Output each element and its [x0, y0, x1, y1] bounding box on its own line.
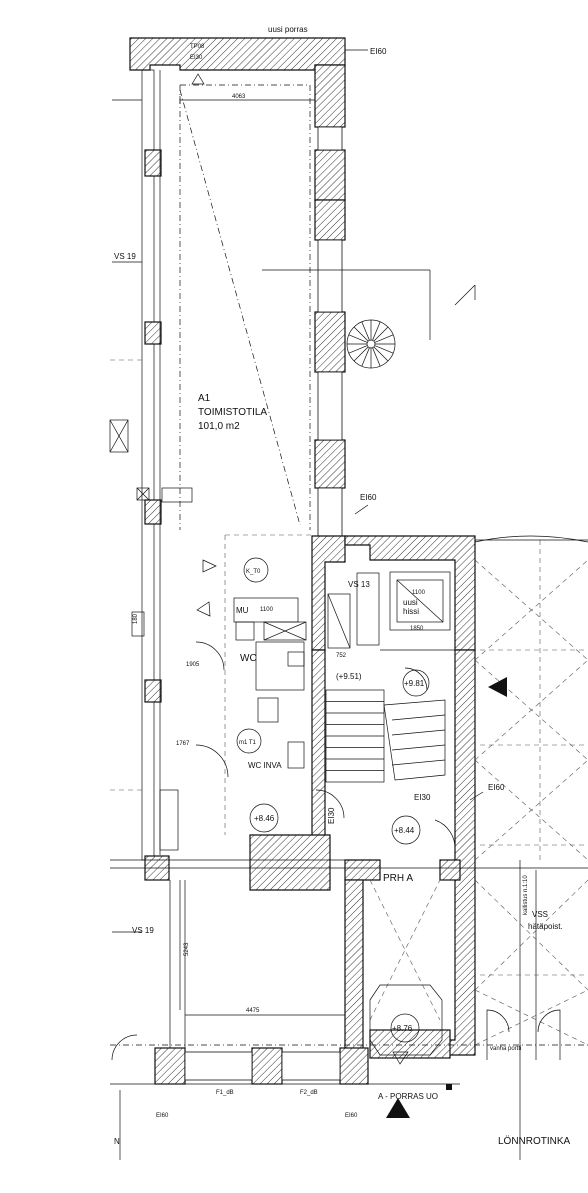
label-k-t0: K_T0 — [246, 569, 261, 575]
level-876: +8.76 — [392, 1024, 413, 1033]
spiral-tread — [372, 321, 381, 341]
label-lift-1100: 1100 — [412, 590, 426, 596]
label-vs13: VS 13 — [348, 580, 370, 589]
label-small-752: 752 — [336, 653, 347, 659]
spiral-tread — [353, 326, 369, 342]
level-844: +8.44 — [394, 826, 415, 835]
symbols — [191, 73, 507, 1118]
label-ei60-bottom-left: EI60 — [156, 1113, 169, 1119]
label-vs19-upper: VS 19 — [114, 252, 136, 261]
level-981: +9.81 — [404, 679, 425, 688]
wc-fixtures — [109, 419, 561, 1061]
spiral-tread — [372, 347, 381, 367]
label-ei60-top: EI60 — [370, 47, 387, 56]
label-prh-a: PRH A — [383, 873, 413, 884]
label-lift-uusi: uusi — [403, 598, 418, 607]
label-m1t: m1 T1 — [239, 740, 257, 746]
label-street: LÖNNROTINKA — [498, 1135, 571, 1147]
label-vs19-lower: VS 19 — [132, 926, 154, 935]
label-wc-inva: WC INVA — [248, 761, 282, 770]
spiral-tread — [373, 326, 389, 342]
solid-triangle-icon — [488, 677, 507, 697]
label-dim-4063: 4063 — [232, 94, 246, 100]
label-wc: WC — [240, 653, 257, 664]
level-846: +8.46 — [254, 814, 275, 823]
label-ei30-top: EI30 — [190, 55, 203, 61]
spiral-tread — [348, 334, 368, 343]
label-small-1100: 1100 — [260, 607, 274, 613]
dashed-lines — [110, 84, 588, 1046]
label-vanha-portti: vanha portti — [490, 1046, 521, 1052]
labels: uusi porras TP08 EI30 EI60 4063 VS 19 A1… — [114, 25, 571, 1147]
inner-lines — [110, 49, 588, 1160]
label-small-1767: 1767 — [176, 741, 190, 747]
label-kallistus: kallistus n.1:10 — [523, 875, 529, 915]
spiral-tread — [374, 345, 394, 354]
stair-treads — [326, 701, 384, 771]
spiral-tread — [361, 347, 370, 367]
label-small-1905: 1905 — [186, 662, 200, 668]
label-ei60-mid: EI60 — [360, 493, 377, 502]
label-hatapoist: hätäpoist. — [528, 922, 563, 931]
label-small-180: 180 — [133, 613, 139, 624]
room-area: 101,0 m2 — [198, 421, 240, 432]
triangle-marker-icon — [191, 73, 205, 85]
label-vss: VSS — [532, 910, 548, 919]
stair-and-lift — [325, 319, 455, 1065]
label-f2-db: F2_dB — [300, 1090, 318, 1096]
label-ei30-door: EI30 — [327, 807, 336, 824]
label-f1-db: F1_dB — [216, 1090, 234, 1096]
level-951: (+9.51) — [336, 672, 362, 681]
triangle-marker-icon — [202, 559, 217, 573]
spiral-tread — [374, 334, 394, 343]
label-north: N — [114, 1137, 120, 1146]
label-mu: MU — [236, 606, 249, 615]
label-lift-1850: 1850 — [410, 626, 424, 632]
spiral-tread — [361, 321, 370, 341]
room-id: A1 — [198, 393, 211, 404]
label-dim-5243: 5243 — [184, 942, 190, 956]
spiral-tread — [373, 346, 389, 362]
walls — [129, 37, 476, 1085]
label-ei30-stair: EI30 — [414, 793, 431, 802]
label-tp08: TP08 — [190, 44, 205, 50]
label-lift-hissi: hissi — [403, 607, 419, 616]
spiral-stair-treads — [347, 320, 395, 368]
spiral-tread — [348, 345, 368, 354]
label-dim-4475: 4475 — [246, 1008, 260, 1014]
label-ei60-right: EI60 — [488, 783, 505, 792]
spiral-tread — [353, 346, 369, 362]
triangle-marker-icon — [196, 601, 211, 617]
label-ei60-bottom-mid: EI60 — [345, 1113, 358, 1119]
north-arrow-triangle-icon — [386, 1098, 410, 1118]
label-a-porras-uo: A - PORRAS UO — [378, 1092, 438, 1101]
room-name: TOIMISTOTILA — [198, 407, 267, 418]
label-uusi-porras: uusi porras — [268, 25, 308, 34]
